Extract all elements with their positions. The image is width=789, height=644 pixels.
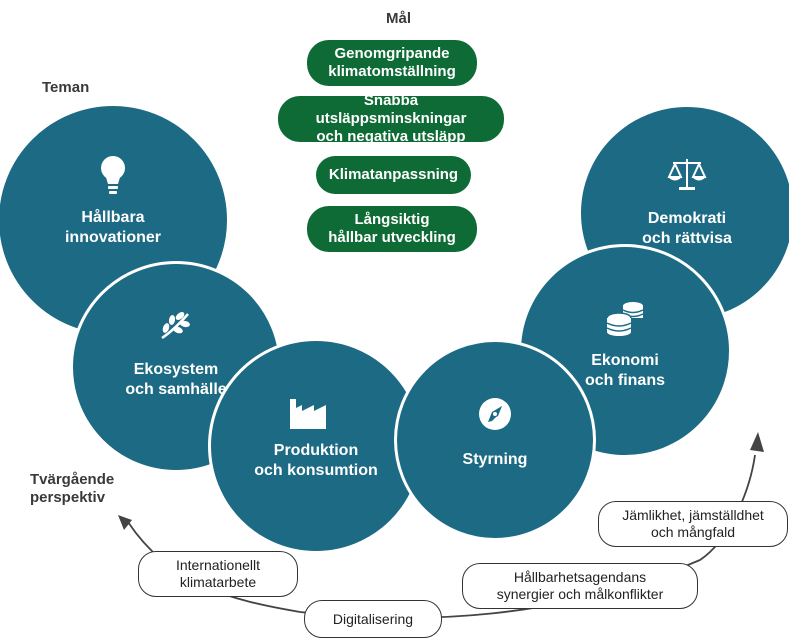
cross-perspectives-line1: Tvärgående xyxy=(30,471,115,488)
perspective-bubble: Internationellt klimatarbete xyxy=(138,551,298,597)
theme-label-line2: och finans xyxy=(584,372,665,389)
cross-perspectives-heading: Tvärgående perspektiv xyxy=(30,471,114,507)
scales-icon xyxy=(667,159,707,190)
perspective-bubble: Digitalisering xyxy=(304,600,442,638)
goal-line1: Klimatanpassning xyxy=(328,166,459,183)
theme-label-line2: innovationer xyxy=(64,229,161,246)
cross-perspectives-line2: perspektiv xyxy=(30,489,106,506)
goal-line1: Snabba utsläppsminskningar xyxy=(315,92,467,127)
theme-label-line1: Styrning xyxy=(462,451,528,468)
theme-label-line1: Ekonomi xyxy=(591,352,659,369)
perspective-line2: synergier och målkonflikter xyxy=(496,586,664,602)
theme-label-line1: Produktion xyxy=(273,442,359,459)
theme-circle-produktion: Produktion och konsumtion xyxy=(208,338,424,554)
coins-icon xyxy=(606,302,644,336)
themes-heading: Teman xyxy=(42,79,90,96)
perspective-line1: Internationellt xyxy=(175,557,261,573)
goal-line2: och negativa utsläpp xyxy=(316,128,466,145)
goal-line2: klimatomställning xyxy=(328,63,456,80)
compass-icon xyxy=(479,398,511,430)
theme-label-line1: Hållbara xyxy=(81,209,145,226)
theme-circle-styrning: Styrning xyxy=(394,339,596,541)
perspective-arrow-left-head xyxy=(118,515,132,530)
goal-pill: Snabba utsläppsminskningar och negativa … xyxy=(278,92,504,145)
theme-label-line2: och samhälle xyxy=(125,381,227,398)
goals-heading: Mål xyxy=(386,10,412,27)
perspective-line2: och mångfald xyxy=(650,524,736,540)
theme-label-line2: och rättvisa xyxy=(642,230,732,247)
goal-line2: hållbar utveckling xyxy=(328,229,456,246)
perspective-line2: klimatarbete xyxy=(179,574,257,590)
goal-pill: Långsiktig hållbar utveckling xyxy=(307,206,477,252)
perspective-bubble: Hållbarhetsagendans synergier och målkon… xyxy=(462,563,698,609)
factory-icon xyxy=(290,399,326,429)
lightbulb-icon xyxy=(101,156,125,194)
goal-line1: Genomgripande xyxy=(334,45,450,62)
goal-pill: Klimatanpassning xyxy=(316,156,471,194)
perspective-arrow-right-head xyxy=(750,432,764,452)
goal-pill: Genomgripande klimatomställning xyxy=(307,40,477,86)
theme-label-line2: och konsumtion xyxy=(254,462,378,479)
theme-label-line1: Demokrati xyxy=(647,210,727,227)
perspective-line1: Hållbarhetsagendans xyxy=(513,569,647,585)
perspective-bubble: Jämlikhet, jämställdhet och mångfald xyxy=(598,501,788,547)
theme-label-line1: Ekosystem xyxy=(133,361,219,378)
theme-circle-ekonomi: Ekonomi och finans xyxy=(518,244,732,458)
goal-line1: Långsiktig xyxy=(354,211,430,228)
leaf-icon xyxy=(161,312,190,340)
perspective-line1: Digitalisering xyxy=(332,610,414,627)
perspective-line1: Jämlikhet, jämställdhet xyxy=(622,507,764,523)
